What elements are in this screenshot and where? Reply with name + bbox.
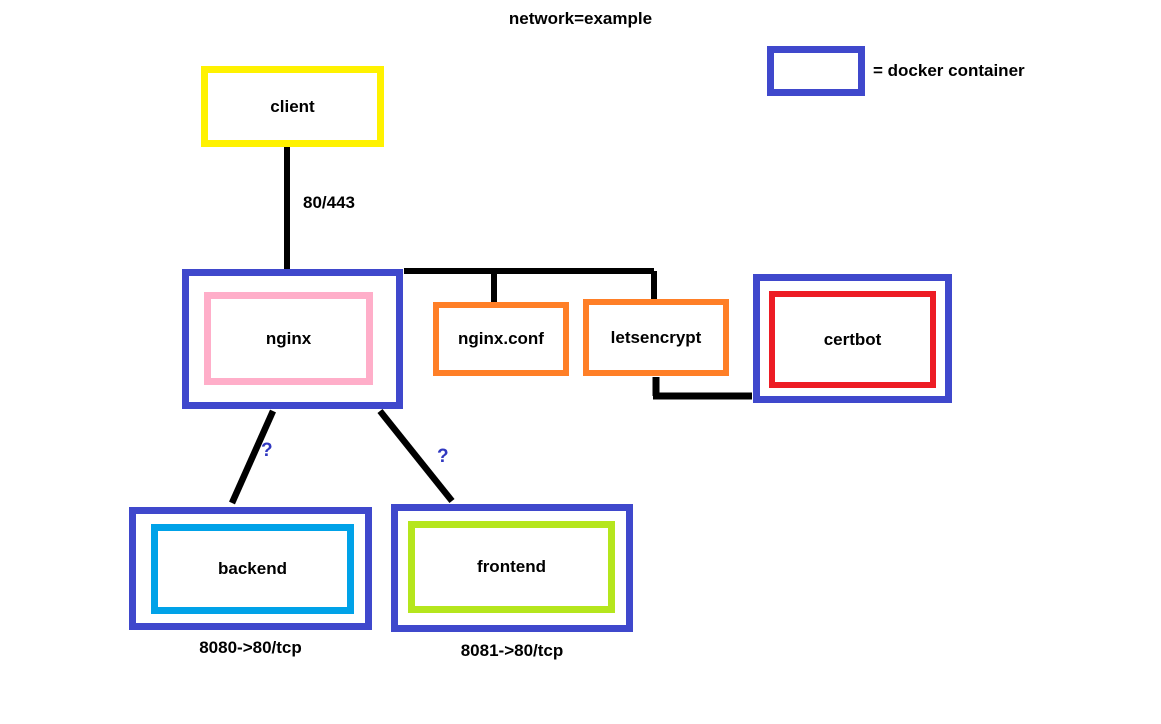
edge-label-question-frontend: ?: [437, 446, 449, 467]
node-certbot-label: certbot: [823, 329, 882, 349]
edge-label-question-backend: ?: [261, 440, 273, 461]
port-label-backend: 8080->80/tcp: [199, 638, 302, 657]
node-letsencrypt-label: letsencrypt: [610, 327, 702, 347]
diagram-title: network=example: [508, 9, 653, 28]
legend-label: = docker container: [873, 61, 1025, 80]
legend: = docker container: [767, 46, 1025, 96]
node-nginx: nginx: [204, 292, 373, 385]
node-client-label: client: [270, 96, 315, 116]
node-letsencrypt: letsencrypt: [583, 299, 729, 376]
node-nginx-conf: nginx.conf: [433, 302, 569, 376]
node-certbot: certbot: [769, 291, 936, 388]
node-nginx-conf-label: nginx.conf: [458, 329, 544, 348]
edge-label-ports-80-443: 80/443: [303, 193, 355, 212]
node-client: client: [201, 66, 384, 147]
node-backend: backend: [151, 524, 354, 614]
port-label-frontend: 8081->80/tcp: [460, 641, 564, 660]
legend-docker-container-box: [767, 46, 865, 96]
node-nginx-label: nginx: [265, 328, 312, 348]
node-frontend-label: frontend: [477, 557, 546, 576]
node-frontend: frontend: [408, 521, 615, 613]
node-backend-label: backend: [218, 559, 287, 578]
